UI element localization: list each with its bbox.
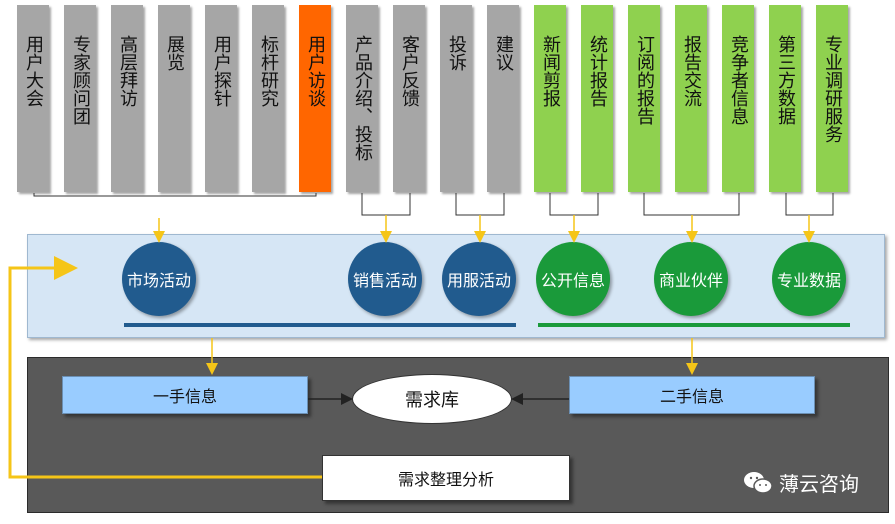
source-competitor-info: 竞争者信息: [722, 5, 754, 192]
source-label: 订阅的报告: [634, 35, 655, 125]
channel-business-partners: 商业伙伴: [654, 242, 728, 316]
wechat-icon: [744, 471, 773, 494]
source-label: 用户大会: [23, 35, 44, 107]
source-exhibitions: 展览: [158, 5, 190, 192]
channel-sales: 销售活动: [348, 242, 422, 316]
channel-label: 商业伙伴: [658, 271, 723, 290]
source-label: 报告交流: [681, 35, 702, 107]
channel-user-service: 用服活动: [442, 242, 516, 316]
source-news-clippings: 新闻剪报: [534, 5, 566, 192]
source-label: 新闻剪报: [540, 35, 561, 107]
source-product-intro-bidding: 产品介绍、投标: [346, 5, 378, 192]
brand-name: 薄云咨询: [779, 472, 859, 496]
channel-public-info: 公开信息: [536, 242, 610, 316]
source-user-interviews: 用户访谈: [299, 5, 331, 192]
source-report-exchange: 报告交流: [675, 5, 707, 192]
source-label: 高层拜访: [117, 35, 138, 107]
source-label: 客户反馈: [399, 35, 420, 107]
requirements-analysis-box: 需求整理分析: [322, 455, 570, 501]
source-research-services: 专业调研服务: [816, 5, 848, 192]
brand-watermark: 薄云咨询: [743, 468, 859, 497]
source-suggestions: 建议: [487, 5, 519, 192]
source-label: 用户访谈: [305, 35, 326, 107]
source-statistical-reports: 统计报告: [581, 5, 613, 192]
source-executive-visits: 高层拜访: [111, 5, 143, 192]
source-complaints: 投诉: [440, 5, 472, 192]
analysis-label: 需求整理分析: [397, 470, 494, 489]
source-label: 专业调研服务: [822, 35, 843, 143]
channel-label: 市场活动: [126, 271, 191, 290]
source-user-probe: 用户探针: [205, 5, 237, 192]
source-label: 建议: [493, 35, 514, 71]
source-label: 专家顾问团: [70, 35, 91, 125]
first-hand-label: 一手信息: [152, 387, 217, 406]
source-user-conference: 用户大会: [17, 5, 49, 192]
first-hand-info-box: 一手信息: [62, 376, 308, 414]
second-hand-info-box: 二手信息: [569, 376, 815, 414]
source-label: 用户探针: [211, 35, 232, 107]
source-label: 标杆研究: [258, 35, 279, 107]
source-label: 投诉: [446, 35, 467, 71]
source-label: 统计报告: [587, 35, 608, 107]
requirements-db-label: 需求库: [405, 390, 459, 411]
group-brackets: [33, 193, 834, 216]
channel-label: 用服活动: [446, 271, 511, 290]
channel-label: 销售活动: [352, 271, 417, 290]
source-label: 展览: [164, 35, 185, 71]
second-hand-label: 二手信息: [659, 387, 724, 406]
source-benchmark-research: 标杆研究: [252, 5, 284, 192]
source-label: 产品介绍、投标: [352, 35, 373, 161]
requirements-db: 需求库: [352, 374, 512, 424]
channel-professional-data: 专业数据: [772, 242, 846, 316]
source-label: 第三方数据: [775, 35, 796, 125]
source-label: 竞争者信息: [728, 35, 749, 125]
feed-arrows: [153, 215, 815, 375]
feedback-loop-arrow: [8, 256, 322, 479]
channel-label: 公开信息: [540, 271, 605, 290]
source-expert-panel: 专家顾问团: [64, 5, 96, 192]
channel-label: 专业数据: [776, 271, 841, 290]
source-subscribed-reports: 订阅的报告: [628, 5, 660, 192]
channel-marketing: 市场活动: [122, 242, 196, 316]
source-third-party-data: 第三方数据: [769, 5, 801, 192]
source-customer-feedback: 客户反馈: [393, 5, 425, 192]
